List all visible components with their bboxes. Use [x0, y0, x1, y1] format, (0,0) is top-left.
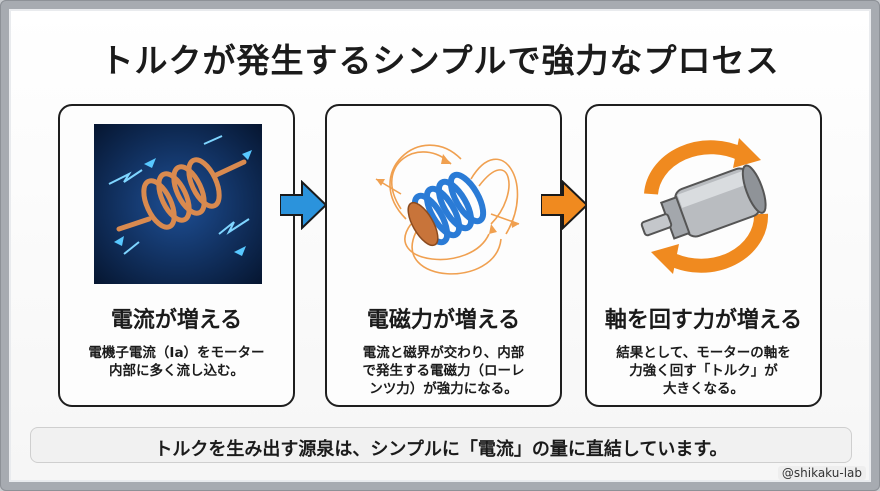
step-description: 結果として、モーターの軸を 力強く回す「トルク」が 大きくなる。 [616, 345, 791, 397]
step-card-current: 電流が増える 電機子電流（Ia）をモーター 内部に多く流し込む。 [58, 104, 295, 407]
step-title: 電流が増える [110, 308, 243, 333]
credit-label: @shikaku-lab [777, 466, 866, 480]
step-card-torque: 軸を回す力が増える 結果として、モーターの軸を 力強く回す「トルク」が 大きくな… [585, 104, 822, 407]
step-description: 電流と磁界が交わり、内部 で発生する電磁力（ローレ ンツ力）が強力になる。 [362, 345, 525, 397]
arrow-right-icon [280, 180, 326, 230]
step-title: 電磁力が増える [366, 308, 521, 333]
summary-banner: トルクを生み出す源泉は、シンプルに「電流」の量に直結しています。 [30, 427, 852, 463]
step-card-force: 電磁力が増える 電流と磁界が交わり、内部 で発生する電磁力（ローレ ンツ力）が強… [325, 104, 562, 407]
arrow-right-icon [541, 180, 587, 230]
step-description: 電機子電流（Ia）をモーター 内部に多く流し込む。 [88, 345, 265, 379]
coil-with-current-icon [94, 124, 262, 284]
summary-text: トルクを生み出す源泉は、シンプルに「電流」の量に直結しています。 [154, 439, 728, 460]
step-title: 軸を回す力が増える [604, 308, 803, 333]
electromagnet-field-icon [375, 144, 520, 275]
motor-rotation-icon [640, 138, 769, 274]
page-title: トルクが発生するシンプルで強力なプロセス [100, 41, 780, 80]
